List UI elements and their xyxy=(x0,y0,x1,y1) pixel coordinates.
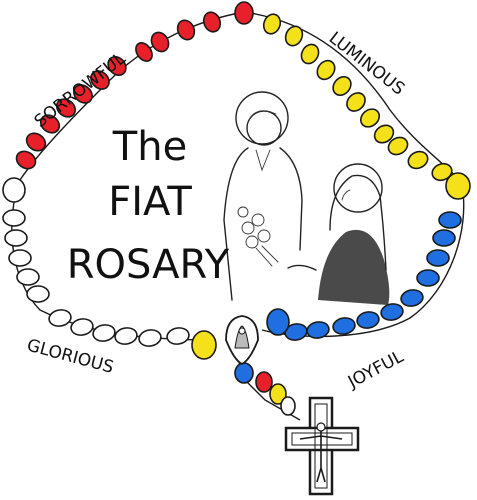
rosary-bead-joyful xyxy=(266,308,290,336)
rosary-bead-glorious xyxy=(92,324,116,342)
rosary-bead-glorious xyxy=(8,249,32,267)
rosary-bead-sorrowful xyxy=(150,31,170,53)
rosary-bead-glorious xyxy=(2,209,26,227)
rosary-bead-joyful xyxy=(438,211,462,229)
rosary-bead-sorrowful xyxy=(176,19,196,41)
rosary-bead-sorrowful xyxy=(255,371,273,393)
rosary-bead-glorious xyxy=(114,327,138,345)
rosary-bead-luminous xyxy=(346,92,366,112)
rosary-bead-sorrowful xyxy=(107,55,127,77)
rosary-bead-glorious xyxy=(48,309,72,327)
rosary-bead-luminous xyxy=(332,75,352,97)
rosary-bead-luminous xyxy=(387,136,409,156)
rosary-bead-sorrowful xyxy=(39,114,61,134)
rosary-bead-joyful xyxy=(234,362,254,384)
rosary-bead-glorious xyxy=(280,396,296,416)
rosary-bead-joyful xyxy=(416,269,440,287)
rosary-bead-joyful xyxy=(400,289,424,307)
rosary-bead-sorrowful xyxy=(15,150,37,170)
annunciation-angel-and-mary-icon xyxy=(223,91,390,305)
rosary-bead-luminous xyxy=(445,172,471,200)
rosary-beads xyxy=(2,1,471,416)
rosary-bead-glorious xyxy=(166,327,190,345)
rosary-bead-sorrowful xyxy=(90,70,110,90)
rosary-bead-luminous xyxy=(431,162,453,182)
rosary-bead-glorious xyxy=(138,329,162,347)
rosary-bead-joyful xyxy=(380,303,404,321)
rosary-bead-sorrowful xyxy=(234,1,254,25)
label-sorrowful: SORROWFUL xyxy=(31,48,130,132)
rosary-bead-sorrowful xyxy=(202,11,222,33)
rosary-bead-joyful xyxy=(284,323,308,341)
rosary-bead-glorious xyxy=(2,177,26,203)
rosary-bead-joyful xyxy=(356,311,380,329)
rosary-bead-joyful xyxy=(432,229,456,247)
rosary-bead-luminous xyxy=(284,25,304,47)
rosary-bead-sorrowful xyxy=(55,98,77,118)
crucifix-icon xyxy=(284,396,360,496)
rosary-bead-luminous xyxy=(359,108,381,128)
marian-medal-icon xyxy=(225,315,259,366)
rosary-bead-glorious xyxy=(70,318,94,336)
rosary-bead-sorrowful xyxy=(73,84,93,104)
rosary-bead-sorrowful xyxy=(25,132,47,152)
rosary-bead-luminous xyxy=(300,43,320,65)
rosary-bead-glorious xyxy=(16,268,40,286)
rosary-bead-joyful xyxy=(332,317,356,335)
rosary-bead-luminous xyxy=(373,124,395,144)
rosary-bead-luminous xyxy=(407,150,429,170)
rosary-bead-luminous xyxy=(316,59,336,81)
rosary-bead-glorious xyxy=(26,285,50,303)
rosary-bead-luminous xyxy=(191,330,217,360)
rosary-bead-luminous xyxy=(262,13,282,35)
label-joyful: JOYFUL xyxy=(344,347,407,393)
rosary-bead-glorious xyxy=(4,229,28,247)
title-the: The xyxy=(112,124,187,170)
rosary-bead-luminous xyxy=(269,383,287,405)
rosary-bead-joyful xyxy=(426,249,450,267)
rosary-bead-sorrowful xyxy=(135,42,153,62)
title-rosary: ROSARY xyxy=(67,242,230,288)
title-fiat: FIAT xyxy=(108,179,192,225)
